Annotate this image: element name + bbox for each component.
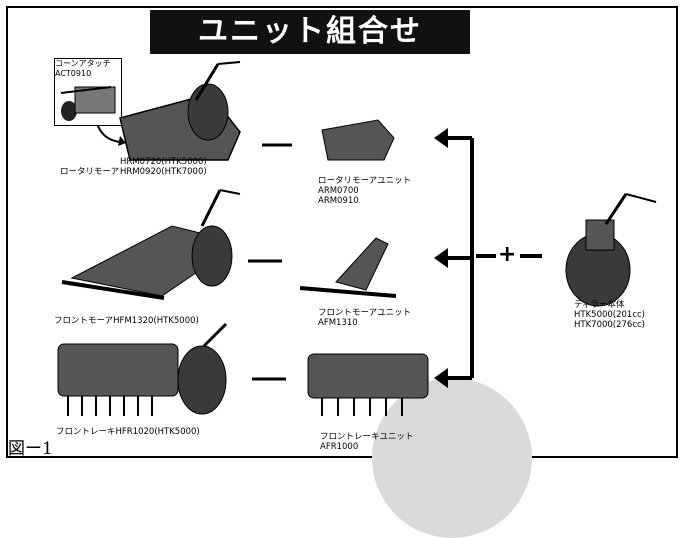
tiller-model-2: HTK7000(276cc) xyxy=(574,320,645,330)
front-mower-unit-text: フロントモーアユニット AFM1310 xyxy=(318,308,411,328)
front-rake-unit-illustration xyxy=(307,353,429,416)
front-mower-unit-name: フロントモーアユニット xyxy=(318,308,412,318)
rotary-mower-code-1: HRM0720(HTK5000) xyxy=(120,157,207,167)
tiller-model-1: HTK5000(201cc) xyxy=(574,310,645,320)
figure-label: 図ー1 xyxy=(8,439,53,459)
rotary-mower-unit-code-2: ARM0910 xyxy=(318,196,359,206)
plus-symbol: + xyxy=(498,242,517,267)
tiller-body-name: ティラー本体 xyxy=(574,300,625,310)
connector-dash-left xyxy=(476,254,496,258)
front-rake-unit-text: フロントレーキユニット AFR1000 xyxy=(320,432,414,452)
tiller-body-text: ティラー本体 HTK5000(201cc) HTK7000(276cc) xyxy=(574,300,645,330)
rotary-mower-label: ロータリモーア xyxy=(60,167,120,177)
front-mower-unit-illustration xyxy=(299,237,397,298)
rotary-mower-unit-illustration xyxy=(321,119,395,161)
rotary-mower-unit-code-1: ARM0700 xyxy=(318,186,359,196)
figure-frame xyxy=(6,6,678,458)
page-title: ユニット組合せ xyxy=(150,10,470,54)
rotary-mower-unit-name: ロータリモーアユニット xyxy=(318,176,412,186)
rotary-mower-codes: HRM0720(HTK5000) HRM0920(HTK7000) xyxy=(120,157,207,177)
front-rake-unit-code: AFR1000 xyxy=(320,442,359,452)
connector-dash-right xyxy=(520,254,542,258)
dash-row-3 xyxy=(252,377,286,381)
corn-attachment-name: コーンアタッチ xyxy=(55,59,111,68)
rotary-mower-unit-text: ロータリモーアユニット ARM0700 ARM0910 xyxy=(318,176,411,206)
corn-attachment-illustration xyxy=(60,86,116,121)
front-rake-unit-name: フロントレーキユニット xyxy=(320,432,414,442)
front-mower-illustration xyxy=(61,189,241,300)
tiller-body-illustration xyxy=(565,193,657,307)
front-mower-unit-code: AFM1310 xyxy=(318,318,358,328)
rotary-mower-illustration xyxy=(119,61,241,161)
dash-row-2 xyxy=(248,259,282,263)
dash-row-1 xyxy=(262,143,292,147)
front-rake-illustration xyxy=(57,322,228,416)
corn-attachment-inset: コーンアタッチ ACT0910 xyxy=(54,58,122,126)
front-rake-label: フロントレーキHFR1020(HTK5000) xyxy=(56,427,200,437)
bracket-arrows xyxy=(434,128,474,388)
rotary-mower-code-2: HRM0920(HTK7000) xyxy=(120,167,207,177)
front-mower-label: フロントモーアHFM1320(HTK5000) xyxy=(54,316,199,326)
inset-pointer-arrow xyxy=(97,125,126,146)
corn-attachment-code: ACT0910 xyxy=(55,69,92,78)
